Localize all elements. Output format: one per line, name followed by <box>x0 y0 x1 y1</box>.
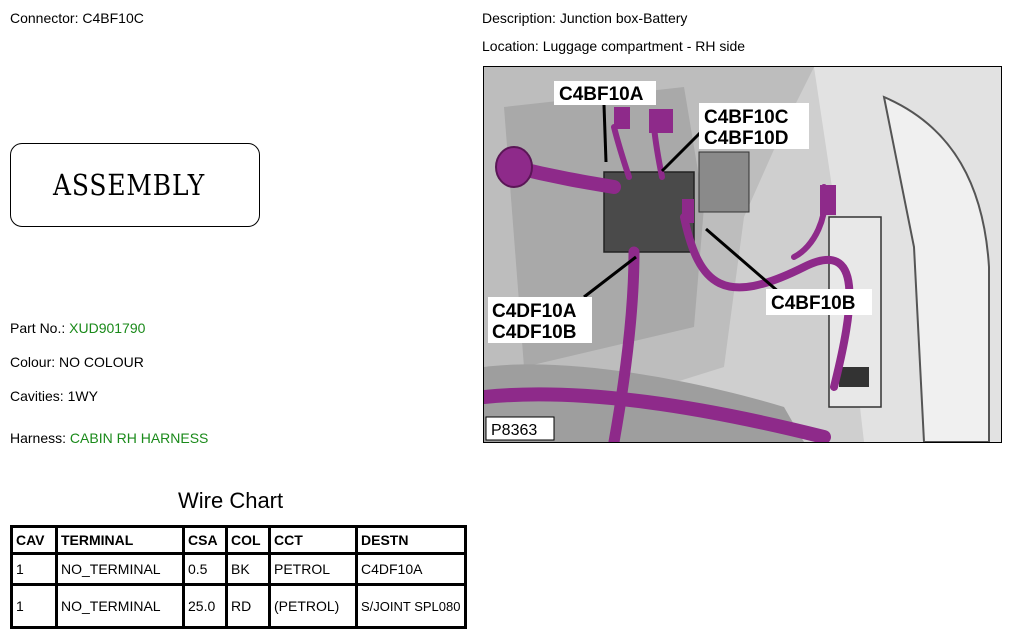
colour-row: Colour: NO COLOUR <box>10 354 144 370</box>
cavities-value: 1WY <box>67 388 98 404</box>
header-destn: DESTN <box>355 525 467 555</box>
ref-box <box>485 416 555 441</box>
fuse-box-connector <box>839 367 869 387</box>
colour-label: Colour: <box>10 354 56 370</box>
wheel-arch <box>882 95 990 442</box>
callout-labels: C4BF10A C4BF10C C4BF10D C4BF10B C4DF10A … <box>485 81 872 441</box>
wire-floor <box>484 387 831 442</box>
connector-label: Connector: <box>10 10 79 26</box>
wire-chart-table: CAV TERMINAL CSA COL CCT DESTN 1 NO_TERM… <box>10 525 467 629</box>
wire-chart-header-row: CAV TERMINAL CSA COL CCT DESTN <box>10 525 467 555</box>
cell-cct: PETROL <box>268 552 358 586</box>
assembly-label: ASSEMBLY <box>53 168 206 202</box>
header-cct: CCT <box>268 525 358 555</box>
description-value: Junction box-Battery <box>559 10 688 26</box>
cell-cav: 1 <box>10 583 58 629</box>
header-terminal: TERMINAL <box>55 525 185 555</box>
cell-col: RD <box>225 583 271 629</box>
table-row: 1 NO_TERMINAL 0.5 BK PETROL C4DF10A <box>10 552 467 586</box>
wire-top-a <box>611 124 632 180</box>
cavities-label: Cavities: <box>10 388 64 404</box>
callout-c4bf10b: C4BF10B <box>771 293 855 314</box>
connector-value: C4BF10C <box>82 10 144 26</box>
cell-destn: S/JOINT SPL080 <box>355 583 467 629</box>
arrow-c4bf10a <box>602 104 608 163</box>
callout-box-c4bf10a <box>554 81 656 105</box>
cell-csa: 25.0 <box>182 583 228 629</box>
header-col: COL <box>225 525 271 555</box>
description-label: Description: <box>482 10 556 26</box>
cavities-row: Cavities: 1WY <box>10 388 98 404</box>
location-illustration: C4BF10A C4BF10C C4BF10D C4BF10B C4DF10A … <box>483 66 1002 443</box>
callout-box-c4bf10c <box>699 103 809 149</box>
header-cav: CAV <box>10 525 58 555</box>
arrow-c4df10a <box>583 255 637 299</box>
connector-row: Connector: C4BF10C <box>10 10 144 26</box>
callout-c4df10a: C4DF10A <box>492 301 577 322</box>
part-no-label: Part No.: <box>10 320 66 336</box>
arrow-c4bf10c <box>660 125 708 173</box>
cell-destn: C4DF10A <box>355 552 467 586</box>
description-row: Description: Junction box-Battery <box>482 10 687 26</box>
wire-down <box>608 246 640 442</box>
wire-chart-title: Wire Chart <box>178 488 284 513</box>
location-label: Location: <box>482 38 539 54</box>
connector-plug-upper <box>820 185 836 215</box>
colour-value: NO COLOUR <box>59 354 144 370</box>
cell-cav: 1 <box>10 552 58 586</box>
callout-box-c4df10a <box>488 297 592 343</box>
callout-c4bf10d: C4BF10D <box>704 128 788 149</box>
cell-terminal: NO_TERMINAL <box>55 583 185 629</box>
location-row: Location: Luggage compartment - RH side <box>482 38 745 54</box>
grommet <box>495 146 533 188</box>
assembly-box: ASSEMBLY <box>10 143 260 227</box>
arrow-c4bf10b <box>705 227 781 295</box>
illustration-svg: C4BF10A C4BF10C C4BF10D C4BF10B C4DF10A … <box>484 67 1001 442</box>
cell-col: BK <box>225 552 271 586</box>
cell-terminal: NO_TERMINAL <box>55 552 185 586</box>
wire-right <box>680 213 854 391</box>
bracket <box>698 151 750 213</box>
callout-box-c4bf10b <box>766 289 872 315</box>
part-no-row: Part No.: XUD901790 <box>10 320 145 336</box>
harness-row: Harness: CABIN RH HARNESS <box>10 430 208 446</box>
connector-plug-a <box>614 107 630 129</box>
cell-cct: (PETROL) <box>268 583 358 629</box>
harness-value: CABIN RH HARNESS <box>69 430 209 446</box>
connector-plug-c <box>649 109 673 133</box>
header-csa: CSA <box>182 525 228 555</box>
callout-arrows <box>583 104 781 299</box>
callout-c4bf10c: C4BF10C <box>704 107 789 128</box>
callout-c4bf10a: C4BF10A <box>559 84 644 105</box>
illustration-ref: P8363 <box>491 422 537 439</box>
harness-label: Harness: <box>10 430 67 446</box>
table-row: 1 NO_TERMINAL 25.0 RD (PETROL) S/JOINT S… <box>10 583 467 629</box>
cell-csa: 0.5 <box>182 552 228 586</box>
callout-c4df10b: C4DF10B <box>492 322 576 343</box>
connector-plug-b <box>682 199 694 223</box>
location-value: Luggage compartment - RH side <box>542 38 746 54</box>
part-no-value: XUD901790 <box>69 320 146 336</box>
